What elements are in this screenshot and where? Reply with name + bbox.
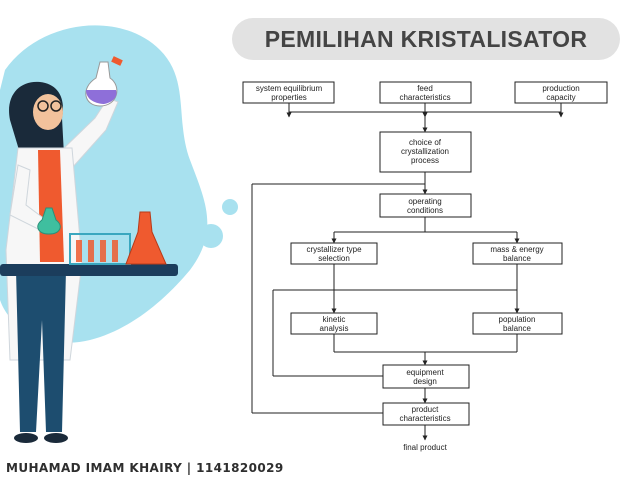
svg-text:conditions: conditions bbox=[407, 206, 443, 215]
svg-text:characteristics: characteristics bbox=[399, 414, 450, 423]
svg-text:properties: properties bbox=[271, 93, 307, 102]
svg-text:analysis: analysis bbox=[320, 324, 349, 333]
shoe-right bbox=[44, 433, 68, 443]
svg-text:balance: balance bbox=[503, 254, 532, 263]
svg-text:kinetic: kinetic bbox=[323, 315, 346, 324]
flow-box-kinetic-analysis: kinetic analysis bbox=[290, 312, 378, 335]
title-banner: PEMILIHAN KRISTALISATOR bbox=[232, 18, 620, 60]
page-title: PEMILIHAN KRISTALISATOR bbox=[264, 25, 588, 52]
glasses-icon bbox=[37, 100, 49, 112]
flow-box-product-characteristics: product characteristics bbox=[382, 402, 470, 426]
flow-box-equipment-design: equipment design bbox=[382, 364, 470, 389]
bubble-medium bbox=[199, 224, 223, 248]
erlenmeyer-flask-icon bbox=[125, 211, 167, 265]
shoe-left bbox=[14, 433, 38, 443]
test-tube-rack bbox=[69, 233, 131, 265]
face bbox=[33, 94, 63, 130]
svg-text:operating: operating bbox=[408, 197, 441, 206]
svg-text:selection: selection bbox=[318, 254, 350, 263]
svg-text:production: production bbox=[542, 84, 579, 93]
svg-text:crystallization: crystallization bbox=[401, 147, 449, 156]
flow-connectors bbox=[251, 103, 564, 441]
bubble-small bbox=[222, 199, 238, 215]
svg-text:population: population bbox=[499, 315, 536, 324]
svg-text:equipment: equipment bbox=[406, 368, 444, 377]
svg-text:product: product bbox=[412, 405, 439, 414]
svg-text:capacity: capacity bbox=[546, 93, 575, 102]
final-product-label: final product bbox=[403, 443, 447, 452]
svg-text:crystallizer type: crystallizer type bbox=[306, 245, 362, 254]
svg-text:feed: feed bbox=[417, 84, 433, 93]
flow-box-population-balance: population balance bbox=[472, 312, 563, 335]
flow-box-feed-characteristics: feed characteristics bbox=[379, 81, 472, 104]
pants bbox=[16, 270, 66, 432]
flow-box-operating-conditions: operating conditions bbox=[379, 193, 472, 218]
svg-text:characteristics: characteristics bbox=[399, 93, 450, 102]
author-footer: MUHAMAD IMAM KHAIRY | 1141820029 bbox=[6, 461, 284, 475]
scientist-illustration bbox=[0, 25, 238, 443]
flow-box-mass-energy-balance: mass & energy balance bbox=[472, 242, 563, 265]
svg-text:mass & energy: mass & energy bbox=[490, 245, 543, 254]
svg-text:system equilibrium: system equilibrium bbox=[256, 84, 323, 93]
flow-box-choice-of-process: choice of crystallization process bbox=[379, 131, 472, 173]
lab-table bbox=[0, 264, 178, 276]
flow-box-crystallizer-selection: crystallizer type selection bbox=[290, 242, 378, 265]
svg-text:balance: balance bbox=[503, 324, 532, 333]
svg-text:choice of: choice of bbox=[409, 138, 442, 147]
svg-text:design: design bbox=[413, 377, 437, 386]
flow-box-production-capacity: production capacity bbox=[514, 81, 608, 104]
green-flask-icon bbox=[37, 207, 61, 235]
flow-box-system-equilibrium: system equilibrium properties bbox=[242, 81, 335, 104]
svg-text:process: process bbox=[411, 156, 439, 165]
